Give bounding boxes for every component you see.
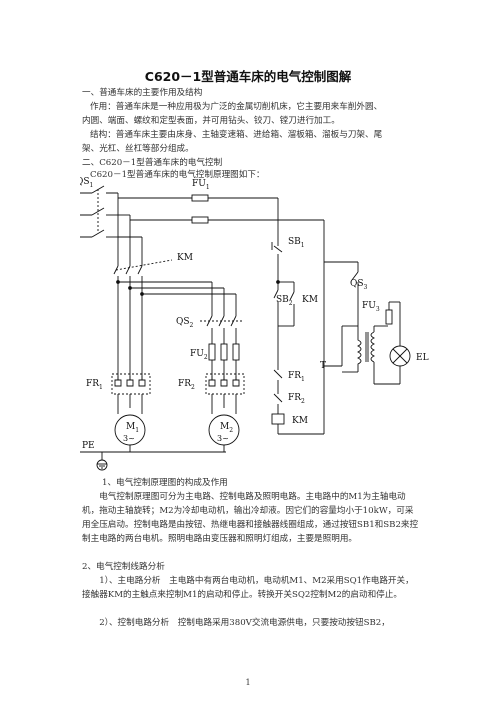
km-coil-symbol — [271, 413, 285, 425]
page-number: 1 — [245, 678, 251, 687]
label-sb1: SB1 — [288, 237, 305, 249]
label-m2-phase: 3~ — [217, 434, 229, 443]
circuit-diagram: L1 L2 L3 QS1 — [58, 176, 460, 474]
label-m1-phase: 3~ — [123, 434, 135, 443]
label-km-main: KM — [177, 253, 193, 263]
subsection-2-heading: 2、电气控制线路分析 — [82, 562, 165, 572]
label-fr1: FR1 — [86, 379, 103, 391]
label-km-coil: KM — [292, 416, 308, 426]
label-m1: M1 — [126, 422, 139, 434]
label-fr2: FR2 — [178, 379, 195, 391]
subsection-2-paragraph-2: 2）、控制电路分析 控制电路采用380V交流电源供电，只要按动按钮SB2， — [99, 618, 390, 628]
label-transformer: T — [320, 361, 326, 371]
section-1-structure-line-1: 结构：普通车床主要由床身、主轴变速箱、进给箱、溜板箱、溜板与刀架、尾 — [90, 130, 383, 140]
page-title: C620－1型普通车床的电气控制图解 — [144, 69, 352, 84]
label-qs2: QS2 — [176, 317, 194, 329]
transformer-secondary — [370, 331, 376, 363]
subsection-1-paragraph: 电气控制原理图可分为主电路、控制电路及照明电路。主电路中的M1为主轴电动机，拖动… — [82, 492, 419, 544]
section-1-function-line-1: 作用：普通车床是一种应用极为广泛的金属切削机床，它主要用来车削外圆、 — [90, 102, 383, 112]
label-m2: M2 — [220, 422, 233, 434]
section-1-heading: 一、普通车床的主要作用及结构 — [82, 88, 203, 98]
label-fu1: FU1 — [192, 179, 210, 191]
label-fu2: FU2 — [190, 349, 208, 361]
transformer-primary — [356, 326, 362, 372]
label-qs3: QS3 — [350, 279, 368, 291]
section-2-heading: 二、C620－1型普通车床的电气控制 — [82, 158, 223, 168]
label-fr2-ctrl: FR2 — [288, 393, 305, 405]
subsection-2-paragraph-1: 1）、主电路分析 主电路中有两台电动机，电动机M1、M2采用SQ1作电路开关，接… — [82, 576, 414, 600]
section-1-structure-line-2: 架、光杠、丝杠等部分组成。 — [82, 144, 194, 154]
section-2-intro: C620－1型普通车床的电气控制原理图如下： — [90, 170, 265, 180]
label-lamp: EL — [416, 353, 429, 363]
label-sb2: SB2 — [276, 295, 293, 307]
section-1-function-line-2: 内圆、端面、螺纹和定型表面，并可用钻头、铰刀、镗刀进行加工。 — [82, 116, 340, 126]
label-fr1-ctrl: FR1 — [288, 371, 305, 383]
label-qs1: QS1 — [80, 177, 93, 189]
label-pe: PE — [82, 441, 95, 451]
label-km-aux: KM — [302, 295, 318, 305]
subsection-1-heading: 1、电气控制原理图的构成及作用 — [102, 478, 228, 488]
label-fu3: FU3 — [362, 301, 380, 313]
